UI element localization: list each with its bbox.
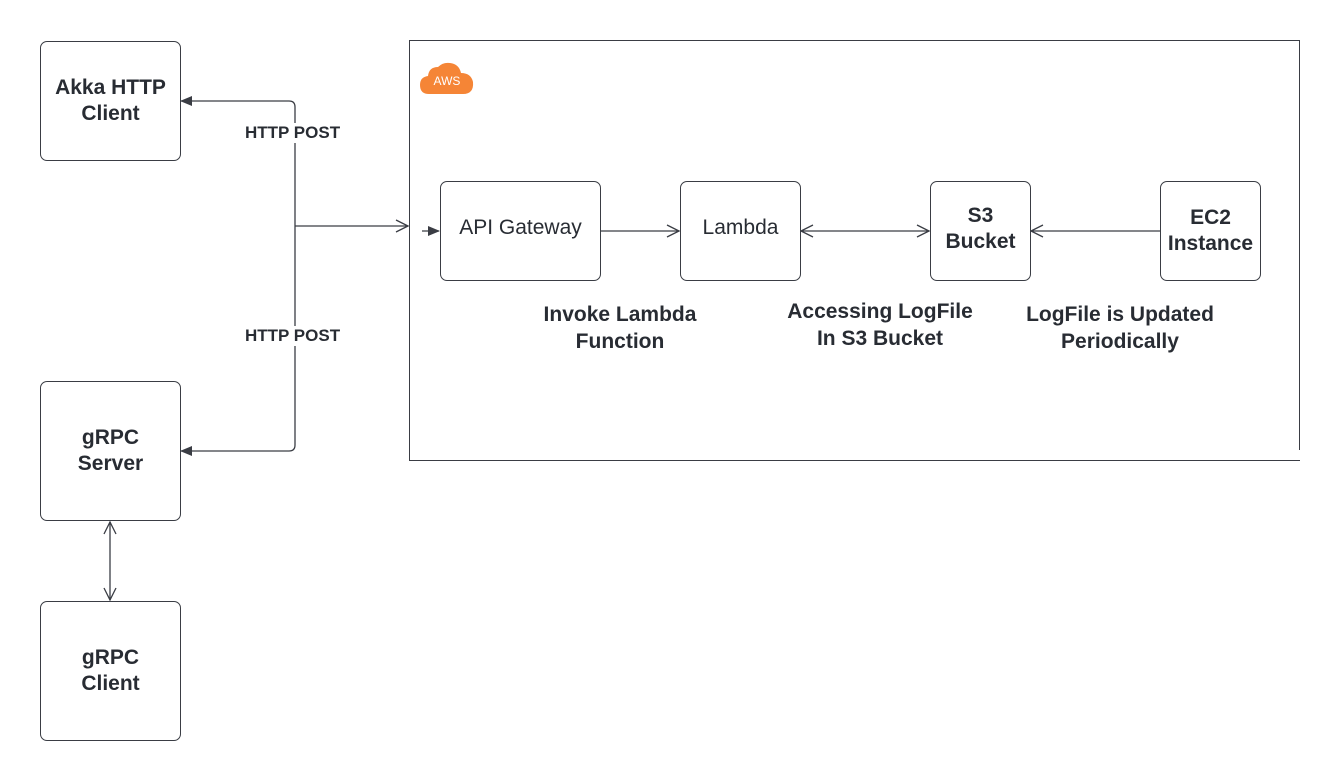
accessing-logfile-line2: In S3 Bucket [816,327,944,350]
http-post-label-bottom: HTTP POST [244,326,342,346]
edge-grpc-server [180,226,296,456]
aws-badge-text: AWS [434,74,461,88]
s3-bucket-line1: S3 [967,204,994,227]
grpc-client-line2: Client [81,672,140,695]
s3-bucket-line2: Bucket [945,230,1016,253]
invoke-lambda-line1: Invoke Lambda [543,303,697,326]
accessing-logfile-line1: Accessing LogFile [787,300,973,323]
http-post-label-top: HTTP POST [244,123,342,143]
grpc-server-line1: gRPC [81,426,140,449]
ec2-instance-line1: EC2 [1190,206,1231,229]
api-gateway-label: API Gateway [459,216,582,239]
akka-http-client-line1: Akka HTTP [55,76,166,99]
invoke-lambda-label: Invoke Lambda Function [520,301,720,355]
lambda-node[interactable]: Lambda [680,181,801,281]
logfile-updated-line2: Periodically [1061,330,1179,353]
s3-bucket-node[interactable]: S3 Bucket [930,181,1031,281]
accessing-logfile-label: Accessing LogFile In S3 Bucket [760,298,1000,352]
akka-http-client-line2: Client [81,102,140,125]
logfile-updated-label: LogFile is Updated Periodically [1000,301,1240,355]
ec2-instance-node[interactable]: EC2 Instance [1160,181,1261,281]
aws-cloud-frame [409,40,1300,461]
aws-cloud-frame-right-edge [1299,40,1300,450]
grpc-server-line2: Server [77,452,144,475]
grpc-client-node[interactable]: gRPC Client [40,601,181,741]
akka-http-client-node[interactable]: Akka HTTP Client [40,41,181,161]
grpc-client-line1: gRPC [81,646,140,669]
lambda-label: Lambda [702,216,779,239]
aws-cloud-icon [420,62,474,94]
invoke-lambda-line2: Function [575,330,665,353]
aws-logo: AWS [420,62,474,94]
edge-akka-client [180,96,296,226]
logfile-updated-line1: LogFile is Updated [1026,303,1214,326]
api-gateway-node[interactable]: API Gateway [440,181,601,281]
ec2-instance-line2: Instance [1167,232,1254,255]
grpc-server-node[interactable]: gRPC Server [40,381,181,521]
